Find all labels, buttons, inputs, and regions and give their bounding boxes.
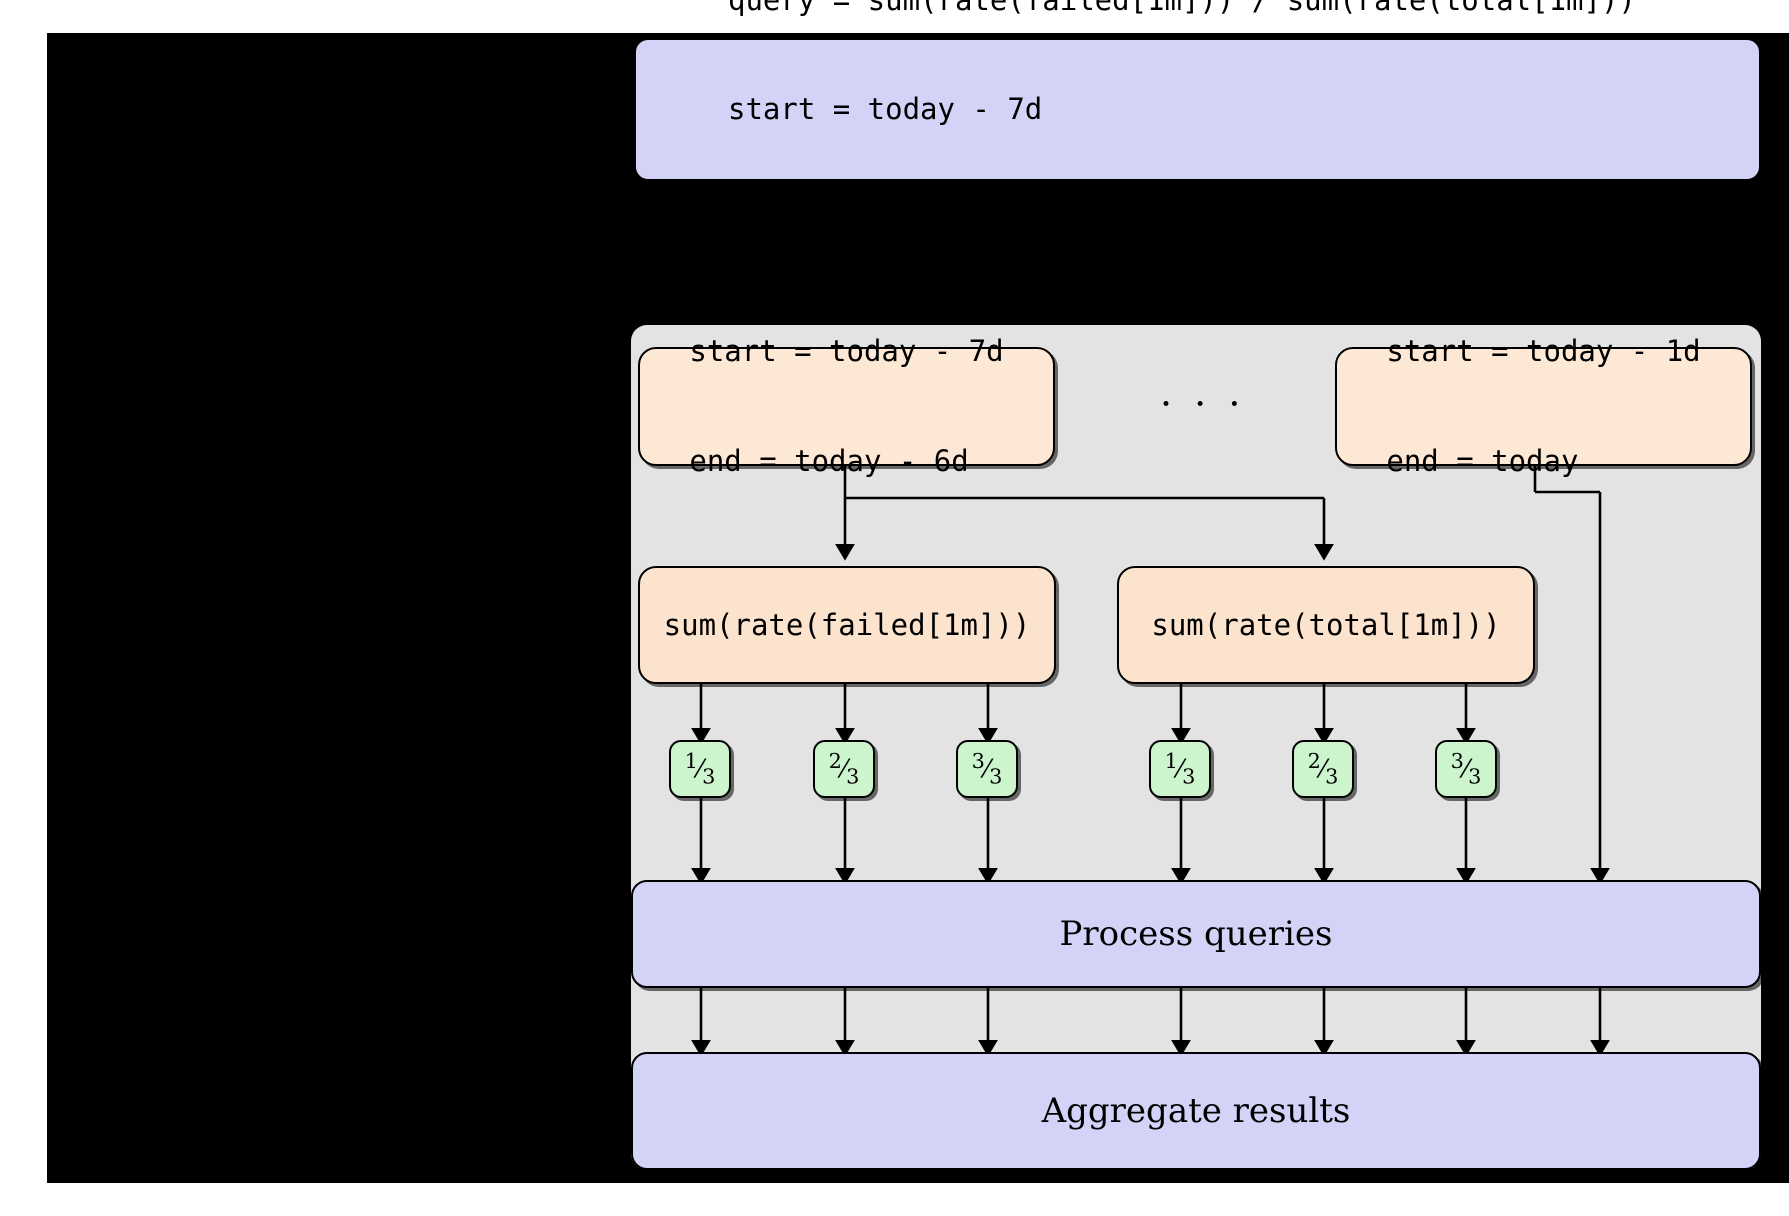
- fraction-badge-total-3-label: 3⁄3: [1450, 749, 1482, 789]
- fraction-denominator: 3: [989, 764, 1003, 789]
- fraction-badge-total-1-label: 1⁄3: [1164, 749, 1196, 789]
- query-definition-box: query = sum(rate(failed[1m])) / sum(rate…: [634, 0, 1761, 236]
- query-line-start: start = today - 7d: [728, 92, 1043, 127]
- fraction-badge-failed-3: 3⁄3: [956, 740, 1018, 798]
- query-line-expression: query = sum(rate(failed[1m])) / sum(rate…: [728, 0, 1636, 18]
- fraction-denominator: 3: [702, 764, 716, 789]
- query-line-end: end = today: [728, 201, 921, 236]
- process-queries-label: Process queries: [1059, 914, 1333, 954]
- fraction-badge-total-2: 2⁄3: [1292, 740, 1354, 798]
- range-ellipsis: · · ·: [1160, 382, 1246, 426]
- range-last-start: start = today - 1d: [1386, 334, 1701, 369]
- fraction-badge-failed-3-label: 3⁄3: [971, 749, 1003, 789]
- fraction-numerator: 1: [684, 749, 698, 774]
- fraction-badge-failed-2: 2⁄3: [813, 740, 875, 798]
- aggregate-results-box: Aggregate results: [631, 1052, 1761, 1170]
- fraction-numerator: 2: [828, 749, 842, 774]
- fraction-numerator: 3: [971, 749, 985, 774]
- aggregate-results-label: Aggregate results: [1041, 1091, 1351, 1131]
- fraction-badge-total-2-label: 2⁄3: [1307, 749, 1339, 789]
- fraction-denominator: 3: [1468, 764, 1482, 789]
- page-margin-bottom: [0, 1183, 1789, 1216]
- fraction-badge-total-3: 3⁄3: [1435, 740, 1497, 798]
- fraction-badge-failed-1-label: 1⁄3: [684, 749, 716, 789]
- fraction-denominator: 3: [1325, 764, 1339, 789]
- process-queries-box: Process queries: [631, 880, 1761, 988]
- range-first-start: start = today - 7d: [689, 334, 1004, 369]
- sum-box-failed: sum(rate(failed[1m])): [638, 566, 1056, 684]
- fraction-denominator: 3: [1182, 764, 1196, 789]
- page-margin-left: [0, 0, 47, 1216]
- fraction-badge-failed-2-label: 2⁄3: [828, 749, 860, 789]
- fraction-badge-failed-1: 1⁄3: [669, 740, 731, 798]
- range-first-end: end = today - 6d: [689, 444, 969, 479]
- range-box-first: start = today - 7d end = today - 6d: [638, 334, 1055, 478]
- sum-box-total-label: sum(rate(total[1m])): [1151, 607, 1501, 642]
- sum-box-failed-label: sum(rate(failed[1m])): [663, 607, 1031, 642]
- fraction-numerator: 2: [1307, 749, 1321, 774]
- range-box-last: start = today - 1d end = today: [1335, 334, 1752, 478]
- page-margin-top: [0, 0, 1789, 33]
- fraction-badge-total-1: 1⁄3: [1149, 740, 1211, 798]
- fraction-numerator: 1: [1164, 749, 1178, 774]
- sum-box-total: sum(rate(total[1m])): [1117, 566, 1535, 684]
- fraction-numerator: 3: [1450, 749, 1464, 774]
- range-last-end: end = today: [1386, 444, 1579, 479]
- fraction-denominator: 3: [846, 764, 860, 789]
